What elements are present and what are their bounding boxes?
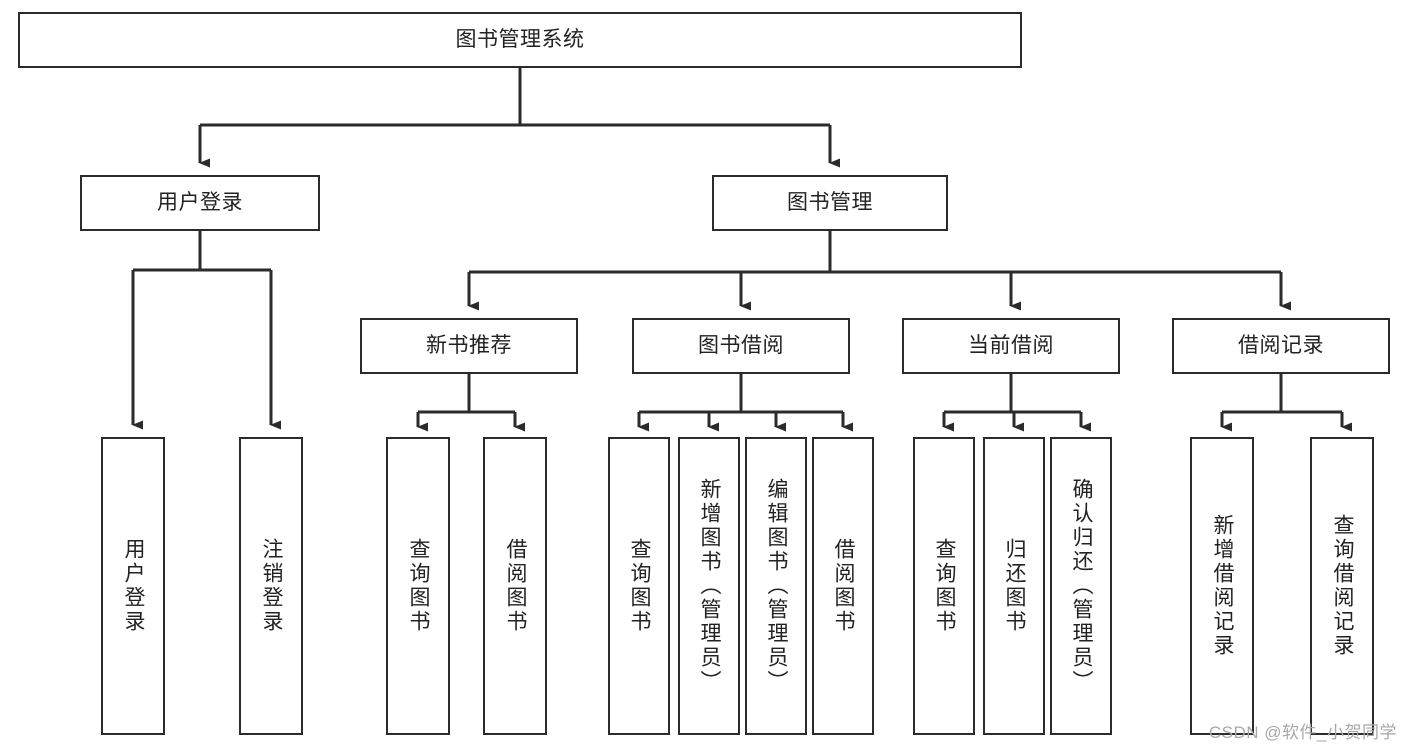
node-leaf-borrow-book-nb-label: 借阅图书 — [504, 538, 528, 634]
node-book-management-label: 图书管理 — [787, 190, 873, 214]
node-leaf-user-login[interactable]: 用户登录 — [101, 437, 165, 735]
node-root-label: 图书管理系统 — [455, 27, 585, 51]
node-leaf-logout-login[interactable]: 注销登录 — [239, 437, 303, 735]
node-leaf-add-borrow-record[interactable]: 新增借阅记录 — [1190, 437, 1254, 735]
node-leaf-return-book-label: 归还图书 — [1003, 538, 1027, 634]
node-leaf-logout-login-label: 注销登录 — [260, 538, 284, 634]
csdn-watermark: CSDN @软件_小贺同学 — [1208, 723, 1397, 742]
node-leaf-confirm-return-admin[interactable]: 确认归还（管理员） — [1050, 437, 1112, 735]
node-user-login-label: 用户登录 — [157, 190, 243, 214]
node-current-borrow[interactable]: 当前借阅 — [902, 318, 1120, 374]
node-leaf-borrow-book-nb[interactable]: 借阅图书 — [483, 437, 547, 735]
node-leaf-add-book-admin[interactable]: 新增图书（管理员） — [678, 437, 740, 735]
node-leaf-query-book-nb[interactable]: 查询图书 — [386, 437, 450, 735]
node-user-login[interactable]: 用户登录 — [80, 175, 320, 231]
node-leaf-edit-book-admin-label: 编辑图书（管理员） — [765, 478, 789, 694]
node-leaf-query-book-bb-label: 查询图书 — [628, 538, 652, 634]
node-leaf-query-borrow-record[interactable]: 查询借阅记录 — [1310, 437, 1374, 735]
node-leaf-borrow-book-bb[interactable]: 借阅图书 — [812, 437, 874, 735]
node-leaf-edit-book-admin[interactable]: 编辑图书（管理员） — [745, 437, 807, 735]
node-current-borrow-label: 当前借阅 — [968, 333, 1054, 357]
node-root[interactable]: 图书管理系统 — [18, 12, 1022, 68]
node-leaf-add-borrow-record-label: 新增借阅记录 — [1211, 514, 1235, 658]
node-borrow-record-label: 借阅记录 — [1238, 333, 1324, 357]
node-leaf-user-login-label: 用户登录 — [122, 538, 146, 634]
node-leaf-return-book[interactable]: 归还图书 — [983, 437, 1045, 735]
node-new-book-recommend-label: 新书推荐 — [426, 333, 512, 357]
node-borrow-record[interactable]: 借阅记录 — [1172, 318, 1390, 374]
node-leaf-query-book-bb[interactable]: 查询图书 — [608, 437, 670, 735]
node-leaf-query-book-cb[interactable]: 查询图书 — [913, 437, 975, 735]
node-book-management[interactable]: 图书管理 — [712, 175, 948, 231]
node-book-borrow-label: 图书借阅 — [698, 333, 784, 357]
node-leaf-query-book-nb-label: 查询图书 — [407, 538, 431, 634]
node-new-book-recommend[interactable]: 新书推荐 — [360, 318, 578, 374]
node-leaf-borrow-book-bb-label: 借阅图书 — [832, 538, 856, 634]
node-leaf-add-book-admin-label: 新增图书（管理员） — [698, 478, 722, 694]
node-book-borrow[interactable]: 图书借阅 — [632, 318, 850, 374]
node-leaf-query-borrow-record-label: 查询借阅记录 — [1331, 514, 1355, 658]
node-leaf-query-book-cb-label: 查询图书 — [933, 538, 957, 634]
node-leaf-confirm-return-admin-label: 确认归还（管理员） — [1070, 478, 1094, 694]
